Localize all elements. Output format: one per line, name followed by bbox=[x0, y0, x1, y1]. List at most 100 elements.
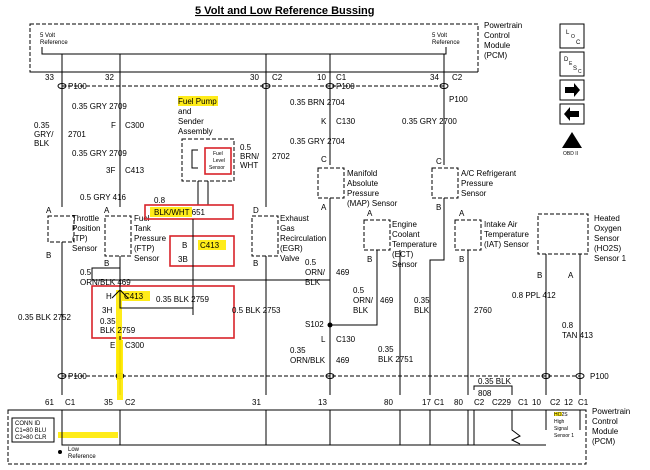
pin-c2-a: C2 bbox=[272, 73, 283, 82]
bpin-c1-a: C1 bbox=[65, 398, 76, 407]
wire-469-d-color: ORN/BLK bbox=[290, 356, 326, 365]
ftp-label-2: Tank bbox=[134, 224, 152, 233]
wire-469-c-color1: ORN/ bbox=[353, 296, 374, 305]
ac-label-1: A/C Refrigerant bbox=[461, 169, 517, 178]
blk-wht-highlight bbox=[150, 207, 192, 217]
map-pin-a: A bbox=[321, 203, 327, 212]
diagram-title: 5 Volt and Low Reference Bussing bbox=[195, 5, 375, 17]
obd-ii-icon[interactable]: OBD II bbox=[562, 132, 582, 157]
tp-pin-a: A bbox=[46, 206, 52, 215]
wire-2701-gauge: 0.35 bbox=[34, 121, 50, 130]
p100-bottom-right: P100 bbox=[590, 372, 609, 381]
wire-416: 0.5 GRY 416 bbox=[80, 193, 127, 202]
iat-pin-b: B bbox=[459, 255, 464, 264]
fuel-level-label-3: Sensor bbox=[209, 165, 225, 171]
splice-s102: S102 bbox=[305, 320, 324, 329]
ho2s-pcm-label-4: Sensor 1 bbox=[554, 433, 574, 439]
wire-2702-gauge: 0.5 bbox=[240, 143, 252, 152]
wire-651-gauge: 0.8 bbox=[154, 196, 166, 205]
ect-pin-b: B bbox=[367, 255, 372, 264]
ho2s-pin-b: B bbox=[537, 271, 542, 280]
iat-label-3: (IAT) Sensor bbox=[484, 240, 529, 249]
map-label-4: (MAP) Sensor bbox=[347, 199, 398, 208]
conn-c: C bbox=[321, 155, 327, 164]
svg-text:D: D bbox=[564, 57, 569, 63]
low-ref-line1: Low bbox=[68, 447, 80, 453]
bpin-80-a: 80 bbox=[384, 398, 393, 407]
pin-30: 30 bbox=[250, 73, 259, 82]
wire-2760-gauge: 0.35 bbox=[414, 296, 430, 305]
wire-413: TAN 413 bbox=[562, 331, 594, 340]
fuel-level-label-1: Fuel bbox=[213, 151, 223, 157]
ftp-label-1: Fuel bbox=[134, 214, 150, 223]
svg-text:S: S bbox=[573, 66, 577, 72]
egr-valve: D B Exhaust Gas Recirculation (EGR) Valv… bbox=[251, 206, 326, 268]
desc-icon[interactable]: D E S C bbox=[559, 51, 585, 77]
p100-mid: P100 bbox=[336, 82, 355, 91]
ho2s-pcm-label-2: High bbox=[554, 419, 565, 425]
ect-label-2: Coolant bbox=[392, 230, 420, 239]
c413-b-highlight bbox=[198, 240, 226, 250]
pcm-top-label-1: Powertrain bbox=[484, 21, 522, 30]
ect-sensor: A B Engine Coolant Temperature (ECT) Sen… bbox=[363, 209, 437, 269]
svg-text:O: O bbox=[571, 34, 575, 40]
egr-label-1: Exhaust bbox=[280, 214, 310, 223]
wire-412: 0.8 PPL 412 bbox=[512, 291, 556, 300]
wire-egr-5v: 0.5 BRN/ WHT 2702 bbox=[240, 72, 290, 207]
pcm-bottom-label-2: Control bbox=[592, 417, 618, 426]
bpin-c1-b: C1 bbox=[434, 398, 445, 407]
bpin-10: 10 bbox=[532, 398, 541, 407]
fuel-pump-assembly: Fuel Pump and Sender Assembly Fuel Level… bbox=[178, 96, 235, 205]
egr-label-5: Valve bbox=[280, 254, 300, 263]
conn-id-c1: C1=80 BLU bbox=[15, 428, 46, 434]
conn-c300-e: C300 bbox=[125, 341, 145, 350]
pcm-bottom-module: CONN ID C1=80 BLU C2=80 CLR Low Referenc… bbox=[7, 407, 630, 465]
ref-left-line1: 5 Volt bbox=[40, 33, 55, 39]
ref-right-line1: 5 Volt bbox=[432, 33, 447, 39]
bpin-c2-b: C2 bbox=[474, 398, 485, 407]
wire-2753: 0.5 BLK 2753 bbox=[232, 306, 281, 315]
ftp-label-4: (FTP) bbox=[134, 244, 155, 253]
iat-label-1: Intake Air bbox=[484, 220, 518, 229]
next-arrow-icon[interactable] bbox=[559, 79, 585, 101]
ftp-label-3: Pressure bbox=[134, 234, 167, 243]
conn-3f: 3F bbox=[106, 166, 115, 175]
wire-2701-circuit: 2701 bbox=[68, 130, 86, 139]
map-sensor: A Manifold Absolute Pressure (MAP) Senso… bbox=[317, 167, 398, 212]
wire-2702-color1: BRN/ bbox=[240, 152, 260, 161]
loc-icon[interactable]: L O C bbox=[559, 23, 585, 49]
pcm-bottom-label-4: (PCM) bbox=[592, 437, 615, 446]
pcm-top-label-3: Module bbox=[484, 41, 511, 50]
ac-pressure-sensor: C B A/C Refrigerant Pressure Sensor bbox=[431, 157, 517, 212]
wire-2752: 0.35 BLK 2752 bbox=[18, 313, 71, 322]
fuel-pump-label-2: and bbox=[178, 107, 191, 116]
pcm-bottom-label-3: Module bbox=[592, 427, 619, 436]
conn-k: K bbox=[321, 117, 327, 126]
ho2s-label-2: Oxygen bbox=[594, 224, 622, 233]
ect-label-3: Temperature bbox=[392, 240, 437, 249]
conn-c413: C413 bbox=[125, 166, 145, 175]
bpin-c1-d: C1 bbox=[578, 398, 589, 407]
p100-left: P100 bbox=[68, 82, 87, 91]
bpin-12: 12 bbox=[564, 398, 573, 407]
tp-label-3: (TP) bbox=[72, 234, 88, 243]
wire-2701-color1: GRY/ bbox=[34, 130, 54, 139]
p100-bottom-left: P100 bbox=[68, 372, 87, 381]
ac-label-2: Pressure bbox=[461, 179, 494, 188]
ftp-sensor: A B Fuel Tank Pressure (FTP) Sensor bbox=[104, 206, 167, 268]
iat-label-2: Temperature bbox=[484, 230, 529, 239]
prev-arrow-icon[interactable] bbox=[559, 103, 585, 125]
ref-left-line2: Reference bbox=[40, 40, 68, 46]
bpin-c2-d: C2 bbox=[550, 398, 561, 407]
ho2s-highlight bbox=[554, 412, 562, 416]
pcm-top-label-4: (PCM) bbox=[484, 51, 507, 60]
map-label-2: Absolute bbox=[347, 179, 379, 188]
conn-b: B bbox=[182, 241, 187, 250]
ftp-pin-b: B bbox=[104, 259, 109, 268]
pin-33: 33 bbox=[45, 73, 54, 82]
ect-label-1: Engine bbox=[392, 220, 417, 229]
wire-map-5v: 0.35 BRN 2704 K C130 0.35 GRY 2704 C bbox=[290, 72, 356, 165]
egr-pin-d: D bbox=[253, 206, 259, 215]
fuel-pump-highlight bbox=[178, 96, 218, 106]
ho2s-label-4: (HO2S) bbox=[594, 244, 621, 253]
